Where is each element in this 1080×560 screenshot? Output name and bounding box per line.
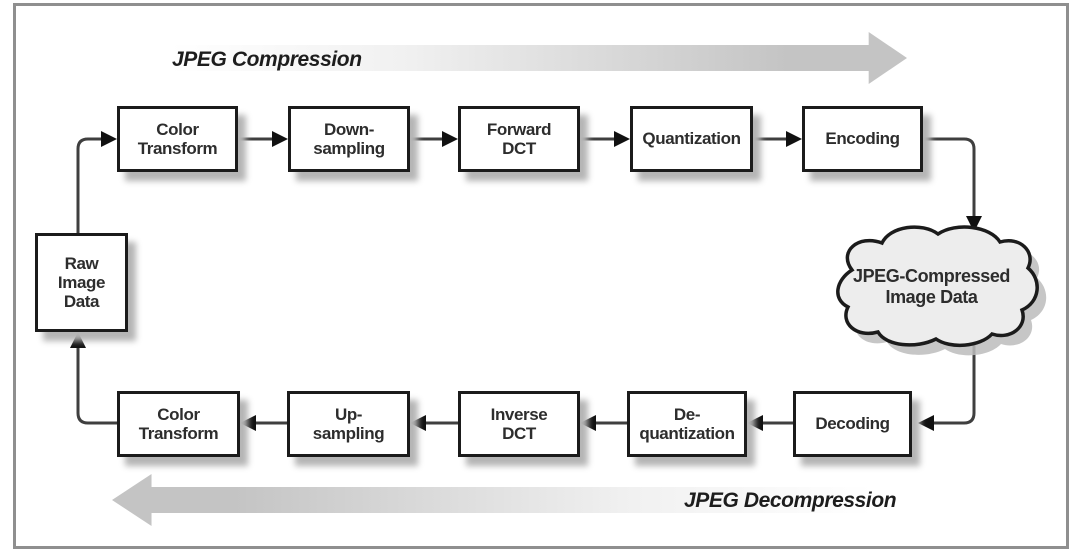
cloud-shape [836, 225, 1047, 356]
arrowhead-down-icon [966, 216, 982, 232]
arrowhead-right-icon [272, 131, 288, 147]
arrowhead-left-icon [580, 415, 596, 431]
arrowhead-right-icon [614, 131, 630, 147]
arrowhead-up-icon [70, 332, 86, 348]
connector-colortransform-to-raw [76, 348, 117, 425]
node-upsampling: Up- sampling [287, 391, 410, 457]
arrowhead-left-icon [918, 415, 934, 431]
node-jpeg-compressed-image-data: JPEG-Compressed Image Data [852, 266, 1011, 308]
node-encoding: Encoding [802, 106, 923, 172]
decompression-title: JPEG Decompression [684, 489, 897, 512]
node-dequantization: De- quantization [627, 391, 747, 457]
connector-lines [76, 137, 976, 425]
connector-arrowheads [70, 131, 982, 431]
arrowhead-left-icon [747, 415, 763, 431]
node-forward-dct: Forward DCT [458, 106, 580, 172]
cloud-outline [836, 225, 1039, 348]
arrowhead-left-icon [410, 415, 426, 431]
node-quantization: Quantization [630, 106, 753, 172]
arrowhead-left-icon [240, 415, 256, 431]
diagram-border [13, 3, 1069, 549]
arrowhead-right-icon [786, 131, 802, 147]
connector-raw-to-colortransform [76, 137, 101, 233]
node-color-transform-top: Color Transform [117, 106, 238, 172]
node-raw-image-data: Raw Image Data [35, 233, 128, 332]
node-decoding: Decoding [793, 391, 912, 457]
node-inverse-dct: Inverse DCT [458, 391, 580, 457]
connector-encoding-to-cloud [923, 137, 976, 216]
connector-cloud-to-decoding [934, 344, 976, 425]
node-downsampling: Down- sampling [288, 106, 410, 172]
arrowhead-right-icon [101, 131, 117, 147]
compression-title: JPEG Compression [172, 48, 362, 71]
arrowhead-right-icon [442, 131, 458, 147]
node-color-transform-bottom: Color Transform [117, 391, 240, 457]
